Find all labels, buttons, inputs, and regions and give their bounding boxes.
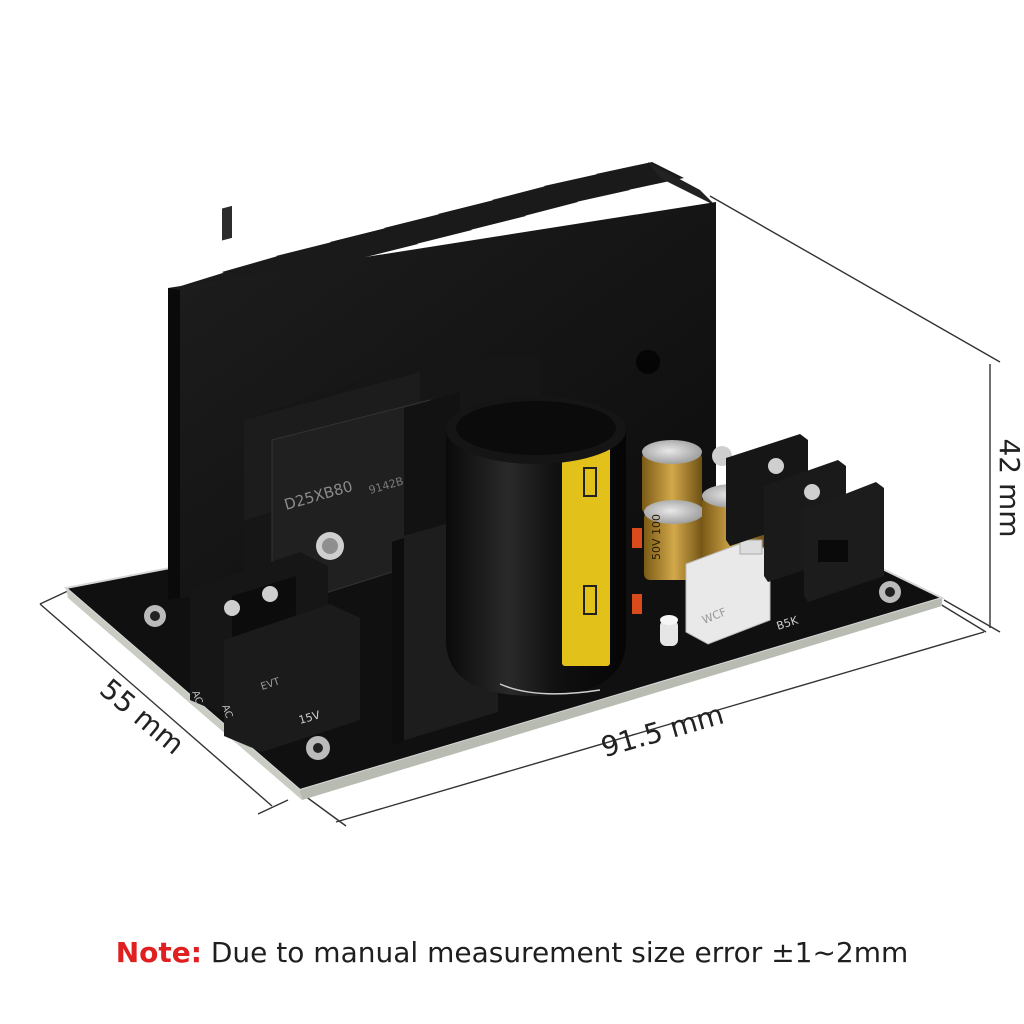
svg-text:50V 100: 50V 100 [650, 514, 663, 560]
measurement-note: Note: Due to manual measurement size err… [0, 936, 1024, 969]
voltage-marking: 15V [297, 708, 322, 727]
potentiometer: WCF B5K [685, 539, 800, 645]
terminal-label-ac1: AC [189, 689, 204, 706]
note-label: Note: [115, 936, 202, 969]
filter-capacitor [446, 396, 626, 696]
terminal-label-ac2: AC [219, 703, 234, 720]
led-indicator [660, 615, 678, 646]
mounting-holes [144, 581, 901, 760]
output-terminal [726, 434, 884, 602]
height-dimension-label: 42 mm [993, 438, 1024, 537]
note-text: Due to manual measurement size error ±1~… [210, 936, 909, 969]
input-terminal: EVT AC AC 15V [189, 552, 360, 752]
width-dimension-label: 91.5 mm [597, 698, 727, 764]
